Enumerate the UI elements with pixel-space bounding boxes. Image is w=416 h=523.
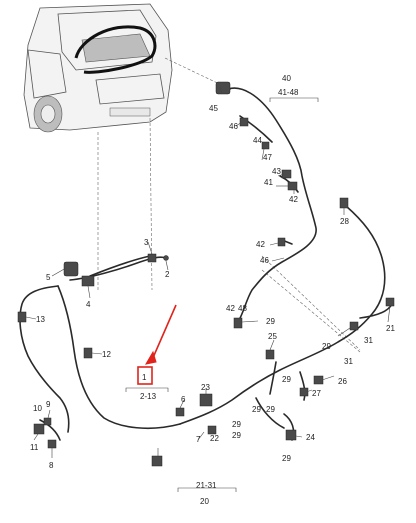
callout-29-c: 29 xyxy=(252,405,261,414)
harness-lower-right xyxy=(151,197,395,467)
connector-3 xyxy=(147,253,157,263)
callout-47: 47 xyxy=(263,153,272,162)
callout-11: 11 xyxy=(30,443,39,452)
callout-29-f: 29 xyxy=(232,431,241,440)
connector-42 xyxy=(277,237,286,247)
connector-28 xyxy=(339,197,349,209)
callout-7: 7 xyxy=(196,435,201,444)
bracket-2-13 xyxy=(125,387,169,392)
connector-22 xyxy=(349,321,359,331)
callout-2: 2 xyxy=(165,270,170,279)
callout-9: 9 xyxy=(46,400,51,409)
callout-21-31: 21-31 xyxy=(196,481,217,490)
callout-42-c: 42 xyxy=(226,304,235,313)
callout-20: 20 xyxy=(200,497,209,506)
projection-line xyxy=(149,117,153,291)
connector-11 xyxy=(33,423,45,435)
connector-23 xyxy=(199,393,213,407)
callout-25: 25 xyxy=(268,332,277,341)
connector-13 xyxy=(17,311,27,323)
highlight-box xyxy=(137,366,153,385)
leader-lines xyxy=(25,86,391,458)
callout-41: 41 xyxy=(264,178,273,187)
connector-46 xyxy=(239,117,249,127)
connector-27 xyxy=(299,387,309,397)
bracket-20 xyxy=(177,487,237,492)
callout-24: 24 xyxy=(306,433,315,442)
connector-8 xyxy=(47,439,57,449)
callout-27: 27 xyxy=(312,389,321,398)
callout-31-b: 31 xyxy=(364,336,373,345)
callout-1: 1 xyxy=(142,373,147,382)
callout-41-48: 41-48 xyxy=(278,88,299,97)
callout-28: 28 xyxy=(340,217,349,226)
callout-44: 44 xyxy=(253,136,262,145)
connector-4 xyxy=(81,275,95,287)
callout-4: 4 xyxy=(86,300,91,309)
callout-42-a: 42 xyxy=(289,195,298,204)
callout-8: 8 xyxy=(49,461,54,470)
harness-left xyxy=(17,253,181,449)
projection-line xyxy=(261,255,361,351)
connector-26 xyxy=(313,375,324,385)
callout-43: 43 xyxy=(272,167,281,176)
connector-41 xyxy=(287,181,298,191)
connector-48 xyxy=(233,317,243,329)
connector-24 xyxy=(285,429,297,441)
connector-6 xyxy=(175,407,185,417)
callout-22: 22 xyxy=(210,434,219,443)
callout-31: 31 xyxy=(344,357,353,366)
harness-upper-right xyxy=(215,81,317,329)
callout-labels: 1 2 3 4 5 6 7 8 9 10 11 12 13 2-13 20 21… xyxy=(30,74,395,506)
callout-3: 3 xyxy=(144,238,149,247)
connector-21-right xyxy=(385,297,395,307)
bracket-41-48 xyxy=(269,97,319,102)
callout-48: 48 xyxy=(238,304,247,313)
callout-12: 12 xyxy=(102,350,111,359)
callout-29-h: 29 xyxy=(282,375,291,384)
callout-42-b: 42 xyxy=(256,240,265,249)
callout-13: 13 xyxy=(36,315,45,324)
connector-25 xyxy=(265,349,275,360)
callout-10: 10 xyxy=(33,404,42,413)
callout-45: 45 xyxy=(209,104,218,113)
callout-26: 26 xyxy=(338,377,347,386)
callout-29-e: 29 xyxy=(282,454,291,463)
callout-29-a: 29 xyxy=(266,317,275,326)
connector-5 xyxy=(63,261,79,277)
callout-46-b: 46 xyxy=(260,256,269,265)
callout-2-13: 2-13 xyxy=(140,392,157,401)
vehicle-illustration xyxy=(23,3,173,133)
connector-22-lower xyxy=(207,425,217,435)
connector-21-lower xyxy=(151,455,163,467)
callout-29-d: 29 xyxy=(266,405,275,414)
callout-23: 23 xyxy=(201,383,210,392)
connector-47 xyxy=(261,141,270,150)
callout-21-right: 21 xyxy=(386,324,395,333)
callout-29-b: 29 xyxy=(322,342,331,351)
connector-10 xyxy=(43,417,52,426)
callout-5: 5 xyxy=(46,273,51,282)
highlight-arrow xyxy=(151,304,177,361)
connector-45 xyxy=(215,81,231,95)
callout-29-g: 29 xyxy=(232,420,241,429)
callout-40: 40 xyxy=(282,74,291,83)
connector-12 xyxy=(83,347,93,359)
connector-43 xyxy=(281,169,292,179)
callout-6: 6 xyxy=(181,395,186,404)
callout-46-a: 46 xyxy=(229,122,238,131)
connector-2 xyxy=(163,255,169,261)
